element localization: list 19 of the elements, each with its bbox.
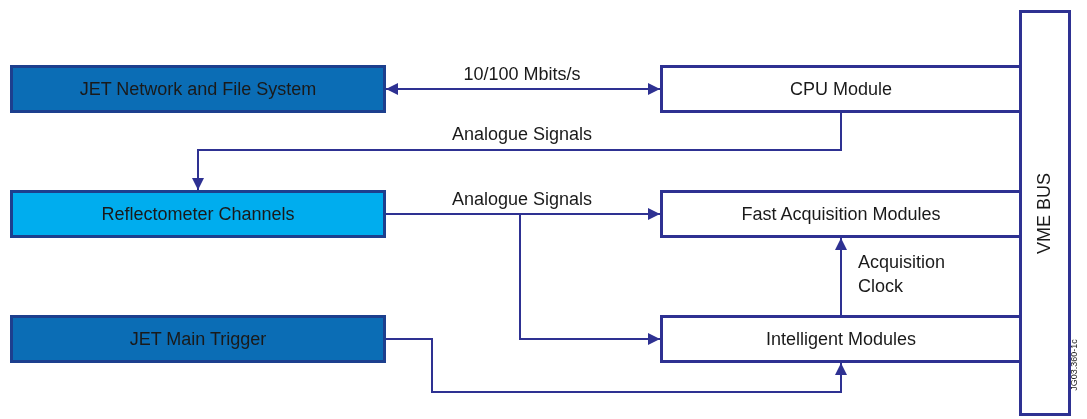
figure-code: JG03.360-1c: [1068, 339, 1079, 391]
node-label: Intelligent Modules: [765, 328, 917, 350]
module-box: [10, 315, 386, 363]
node-label: VME BUS: [1034, 172, 1056, 254]
module-box: [660, 315, 1022, 363]
arrow: [192, 112, 842, 191]
module-box: [660, 65, 1022, 113]
module-box: [10, 190, 386, 238]
arrow: [385, 338, 847, 393]
node-label: JET Network and File System: [79, 78, 317, 100]
node-label: Reflectometer Channels: [101, 203, 295, 225]
bus-bar: [1019, 10, 1071, 416]
arrow: [835, 237, 847, 316]
node-label: Fast Acquisition Modules: [741, 203, 941, 225]
node-label: JET Main Trigger: [129, 328, 267, 350]
module-box: [10, 65, 386, 113]
node-label: CPU Module: [789, 78, 892, 100]
module-box: [660, 190, 1022, 238]
arrow: [385, 83, 661, 95]
